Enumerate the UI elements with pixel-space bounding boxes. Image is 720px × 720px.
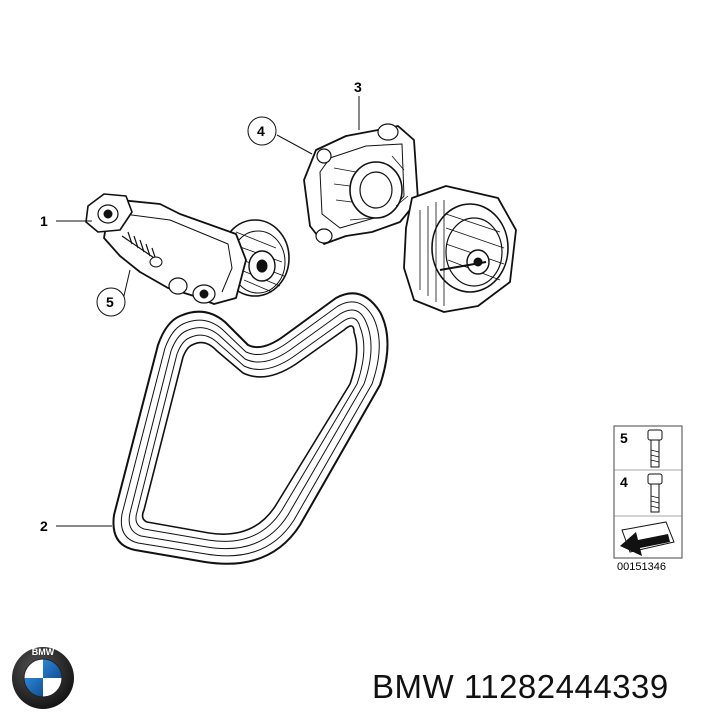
callout-4-circle — [247, 116, 277, 146]
legend-label-5: 5 — [620, 430, 628, 446]
direction-arrow-icon — [620, 521, 675, 556]
legend-box: 5 4 00151346 — [613, 425, 683, 573]
bolt-4-icon — [647, 473, 663, 513]
idler-pulley — [403, 185, 517, 313]
callout-3: 3 — [354, 79, 362, 95]
belt-tensioner — [85, 193, 290, 305]
callout-1: 1 — [40, 213, 48, 229]
brand-part-number: BMW 11282444339 — [372, 668, 669, 705]
bolt-5-icon — [647, 429, 663, 468]
callout-4: 4 — [257, 123, 265, 139]
bmw-logo-letters: BMW — [32, 647, 55, 657]
callout-5: 5 — [106, 294, 114, 310]
callout-2: 2 — [40, 518, 48, 534]
tensioner-bracket — [303, 123, 419, 245]
bmw-logo: BMW — [12, 647, 74, 709]
leader-lines — [56, 96, 360, 527]
callout-5-circle — [96, 287, 126, 317]
legend-label-4: 4 — [620, 474, 628, 490]
diagram-code: 00151346 — [617, 561, 666, 573]
drive-belt — [112, 292, 389, 565]
